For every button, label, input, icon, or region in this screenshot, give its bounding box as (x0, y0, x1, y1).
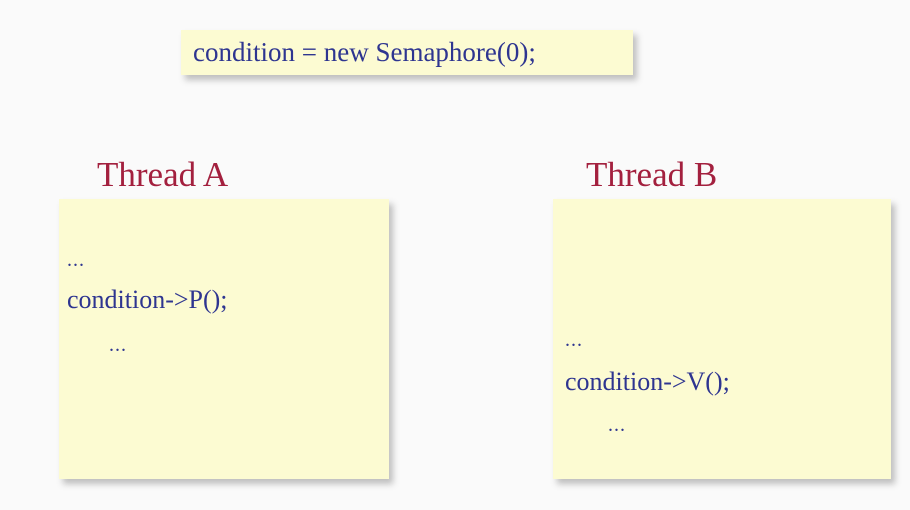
thread-a-ellipsis-before: ... (67, 249, 85, 271)
thread-a-title: Thread A (97, 155, 229, 194)
thread-b-title: Thread B (586, 155, 718, 194)
semaphore-declaration-text: condition = new Semaphore(0); (193, 37, 536, 67)
thread-a-ellipsis-after: ... (109, 334, 127, 356)
semaphore-declaration-box: condition = new Semaphore(0); (181, 30, 633, 75)
thread-a-wait-call: condition->P(); (67, 285, 228, 314)
thread-b-ellipsis-after: ... (608, 414, 626, 436)
thread-b-ellipsis-before: ... (565, 329, 583, 351)
thread-b-signal-call: condition->V(); (565, 367, 730, 396)
thread-a-code-box: ... condition->P(); ... (59, 199, 389, 479)
thread-b-code-box: ... condition->V(); ... (553, 199, 891, 479)
